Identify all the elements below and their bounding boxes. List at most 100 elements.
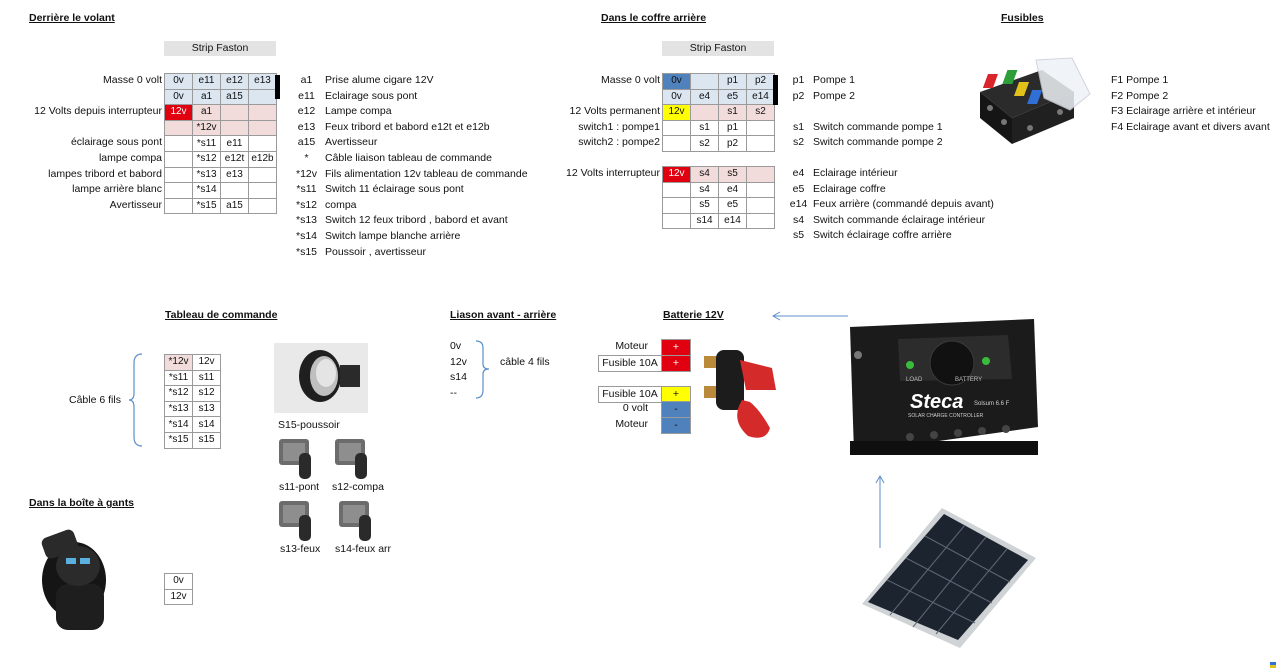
grid-cell: [220, 182, 249, 199]
grid-cell: *s13: [164, 400, 193, 418]
legend-key: *s13: [295, 214, 317, 227]
batterie-sign: +: [661, 354, 691, 372]
grid-cell: p2: [746, 73, 775, 90]
grid-cell: *s13: [192, 166, 221, 184]
grid-cell: 0v: [164, 73, 193, 90]
legend-value: Eclairage coffre: [813, 182, 886, 195]
grid-cell: [220, 104, 249, 121]
legend-key: s1: [792, 120, 805, 133]
legend-value: Feux arrière (commandé depuis avant): [813, 198, 994, 211]
legend-value: Pompe 2: [813, 89, 856, 102]
controller-panel-text: SOLAR CHARGE CONTROLLER: [908, 413, 984, 419]
solar-panel-image: [862, 508, 1036, 648]
legend-value: Avertisseur: [325, 136, 378, 149]
caption-s13: s13-feux: [280, 543, 321, 555]
cable-4-fils-label: câble 4 fils: [500, 356, 550, 368]
grid-cell: s14: [690, 212, 719, 230]
legend-key: *s15: [295, 245, 317, 258]
batterie-label: Moteur: [615, 418, 648, 430]
grid-cell: s4: [690, 181, 719, 199]
legend-key: s4: [792, 213, 805, 226]
grid-cell: [164, 197, 193, 215]
section-title-volant: Derrière le volant: [29, 12, 115, 24]
cable-6-brace: [128, 353, 143, 447]
grid-cell: s11: [192, 369, 221, 387]
batterie-label: 0 volt: [622, 402, 648, 415]
batterie-label-boxed: Fusible 10A: [598, 385, 662, 403]
liaison-item: 0v: [450, 340, 462, 352]
grid-cell: e12b: [248, 150, 277, 168]
grid-cell: *s12: [164, 385, 193, 402]
grid-cell: [164, 135, 193, 152]
controller-brand: Steca: [910, 391, 964, 413]
legend-value: Eclairage sous pont: [325, 89, 418, 102]
section-title-liaison: Liason avant - arrière: [450, 309, 557, 321]
legend-key: *s11: [296, 183, 317, 196]
legend-key: p2: [792, 89, 805, 102]
battery-switch-image: [704, 350, 776, 438]
legend-value: Switch 12 feux tribord , babord et avant: [325, 214, 508, 227]
legend-value: Poussoir , avertisseur: [325, 245, 426, 258]
row-label: lampes tribord et babord: [48, 167, 162, 180]
row-label: Masse 0 volt: [103, 74, 162, 86]
grid-cell: a15: [220, 197, 249, 215]
toggle-switch-s13-image: [279, 501, 311, 541]
corner-marker-icon: [1270, 662, 1276, 668]
grid-cell: [164, 150, 193, 168]
grid-cell: e13: [248, 73, 277, 90]
legend-key: *12v: [295, 167, 317, 180]
legend-key: e13: [297, 120, 316, 133]
grid-cell: *s15: [164, 431, 193, 449]
row-label: lampe compa: [98, 152, 162, 164]
row-label: switch1 : pompe1: [578, 120, 660, 133]
legend-key: a1: [300, 74, 313, 86]
grid-cell: [746, 135, 775, 152]
batterie-sign: -: [661, 417, 691, 434]
grid-row: 12v: [164, 588, 193, 606]
legend-value: Prise alume cigare 12V: [325, 74, 434, 86]
grid-cell: [662, 197, 691, 214]
legend-value: Switch commande pompe 1: [813, 120, 943, 133]
arrow-to-batterie: [771, 311, 848, 321]
grid-cell: s5: [718, 166, 747, 183]
grid-cell: [248, 182, 277, 199]
grid-cell: [746, 197, 775, 214]
grid-cell: [662, 181, 691, 199]
controller-led-battery: BATTERY: [955, 377, 983, 383]
legend-value: Switch commande éclairage intérieur: [813, 213, 986, 226]
grid-cell: a15: [220, 88, 249, 106]
legend-key: e11: [298, 89, 315, 102]
grid-cell: [248, 119, 277, 137]
grid-cell: [690, 73, 719, 90]
grid-cell: [248, 197, 277, 215]
legend-key: a15: [297, 136, 316, 149]
grid-cell: [662, 212, 691, 230]
batterie-label-boxed: Fusible 10A: [598, 354, 662, 372]
grid-row: *12v: [164, 119, 277, 137]
grid-cell: [662, 135, 691, 152]
grid-cell: 12v: [662, 166, 691, 183]
grid-cell: *s14: [164, 416, 193, 433]
legend-key: e14: [789, 198, 808, 211]
row-label: éclairage sous pont: [70, 136, 162, 149]
grid-cell: *s15: [192, 197, 221, 215]
grid-cell: [164, 182, 193, 199]
strip-faston-label-coffre: Strip Faston: [662, 41, 774, 56]
caption-s12: s12-compa: [332, 481, 384, 493]
row-label: 12 Volts depuis interrupteur: [34, 105, 162, 118]
